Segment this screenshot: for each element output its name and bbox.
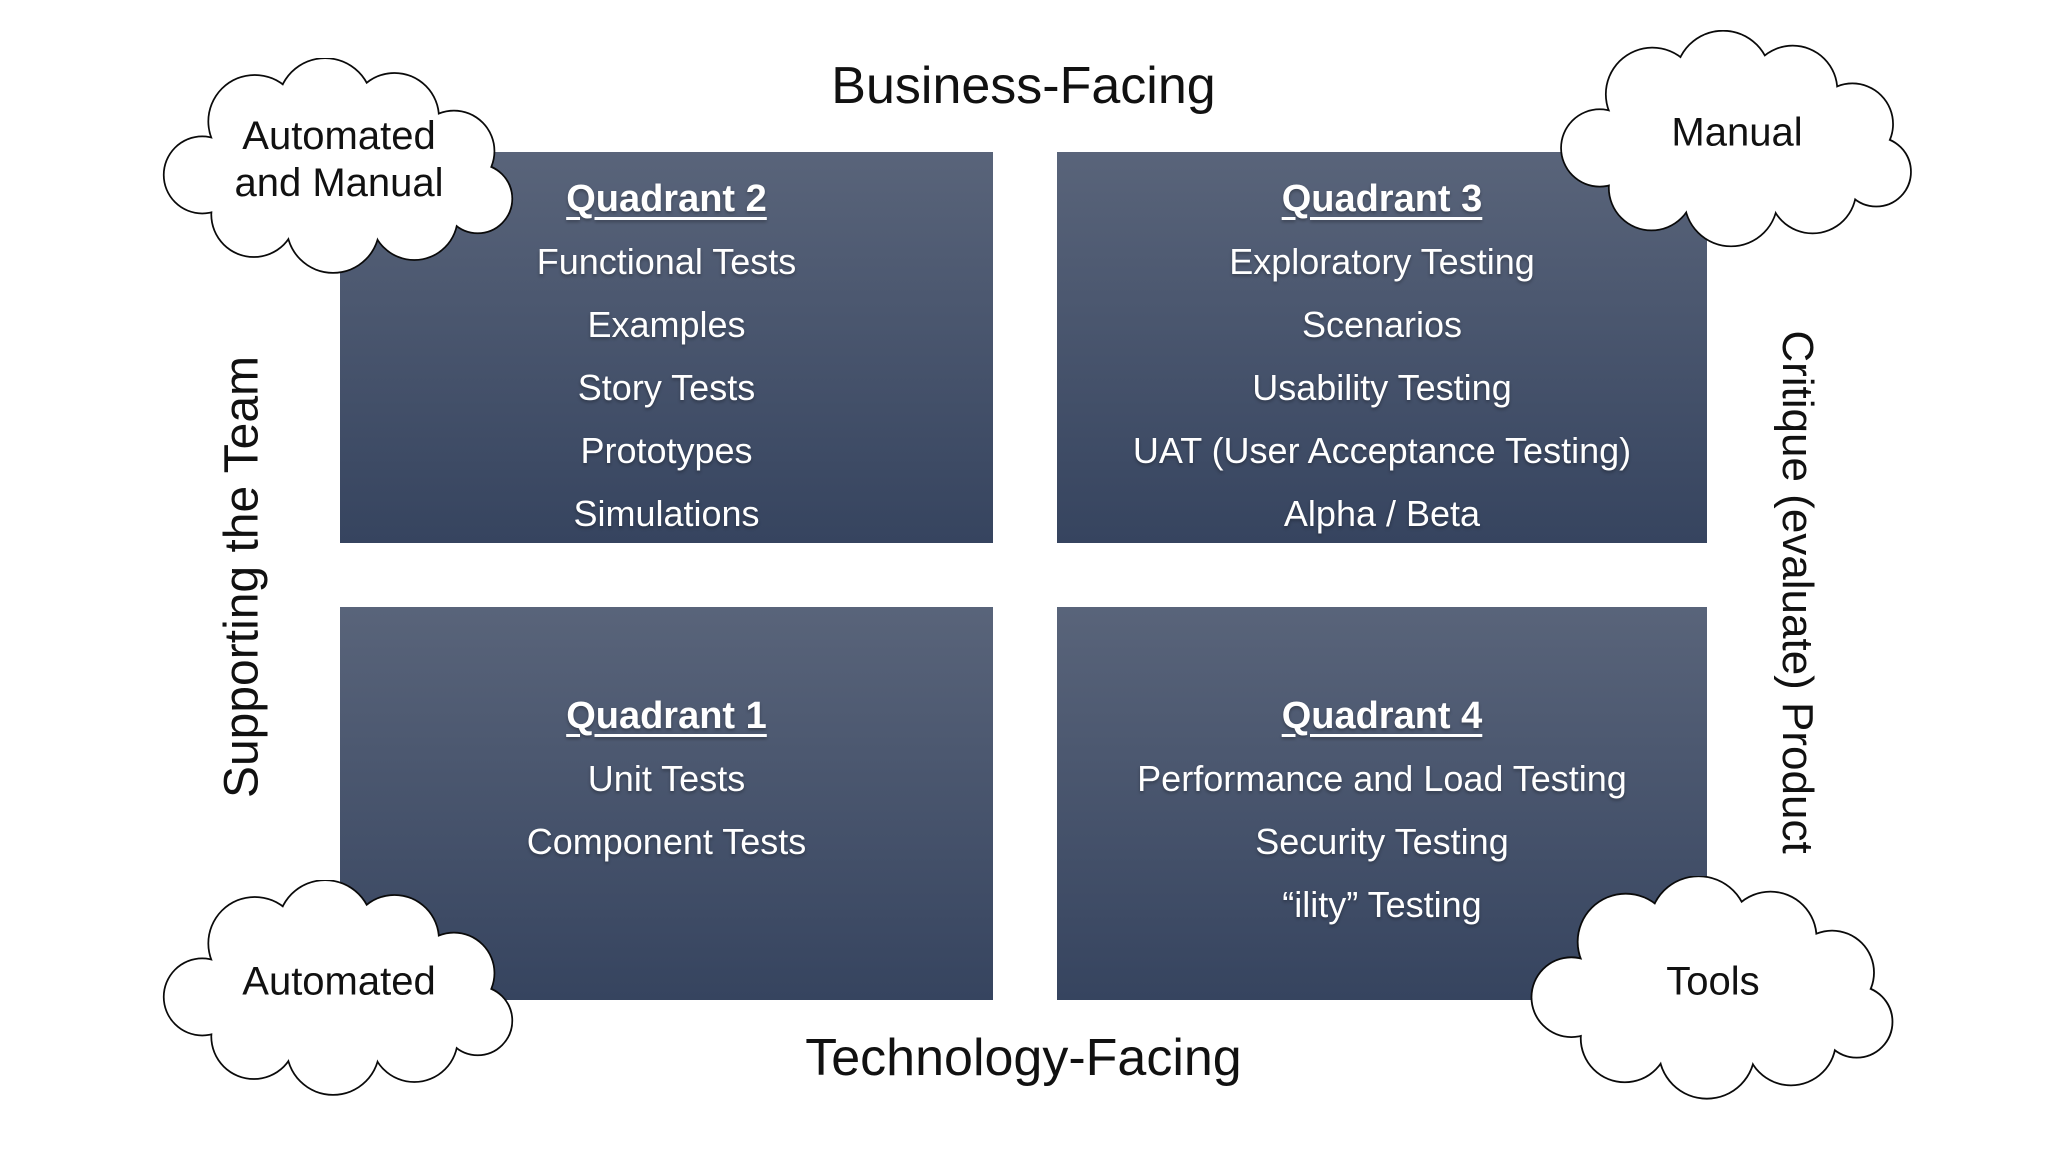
quadrant-2-item: Simulations — [573, 493, 760, 534]
quadrant-4-title: Quadrant 4 — [1281, 695, 1483, 737]
quadrant-3-title: Quadrant 3 — [1281, 178, 1483, 220]
quadrant-1-item: Unit Tests — [587, 758, 746, 799]
quadrant-3-item: UAT (User Acceptance Testing) — [1132, 430, 1632, 471]
quadrant-1-title: Quadrant 1 — [566, 695, 767, 737]
quadrant-1-item: Component Tests — [526, 821, 807, 862]
axis-label-supporting-team: Supporting the Team — [215, 355, 269, 799]
quadrant-4-item: Performance and Load Testing — [1137, 758, 1627, 799]
axis-label-critique-product: Critique (evaluate) Product — [1773, 330, 1823, 854]
cloud-label: Automated — [242, 959, 436, 1004]
cloud-tools: Tools — [1518, 876, 1908, 1102]
quadrant-4-item: Security Testing — [1255, 821, 1509, 862]
quadrant-2-item: Story Tests — [577, 367, 756, 408]
quadrant-2-item: Prototypes — [580, 430, 753, 471]
quadrant-2-item: Examples — [587, 304, 746, 345]
cloud-automated: Automated — [148, 880, 530, 1098]
axis-label-business-facing: Business-Facing — [831, 57, 1216, 115]
cloud-manual: Manual — [1548, 30, 1926, 250]
quadrant-2-box: Quadrant 2 Functional Tests Examples Sto… — [340, 152, 993, 543]
cloud-label: Tools — [1666, 959, 1760, 1004]
quadrant-3-item: Exploratory Testing — [1229, 241, 1535, 282]
quadrant-3-item: Scenarios — [1301, 304, 1463, 345]
quadrant-3-item: Usability Testing — [1252, 367, 1512, 408]
cloud-label: Manual — [1671, 110, 1803, 155]
cloud-label: Automated and Manual — [234, 114, 444, 206]
quadrant-2-title: Quadrant 2 — [566, 178, 767, 220]
cloud-automated-and-manual: Automated and Manual — [148, 58, 530, 276]
quadrant-3-box: Quadrant 3 Exploratory Testing Scenarios… — [1057, 152, 1707, 543]
axis-label-technology-facing: Technology-Facing — [805, 1029, 1242, 1087]
quadrant-4-item: “ility” Testing — [1282, 884, 1482, 925]
quadrant-3-item: Alpha / Beta — [1283, 493, 1481, 534]
quadrant-2-item: Functional Tests — [536, 241, 797, 282]
